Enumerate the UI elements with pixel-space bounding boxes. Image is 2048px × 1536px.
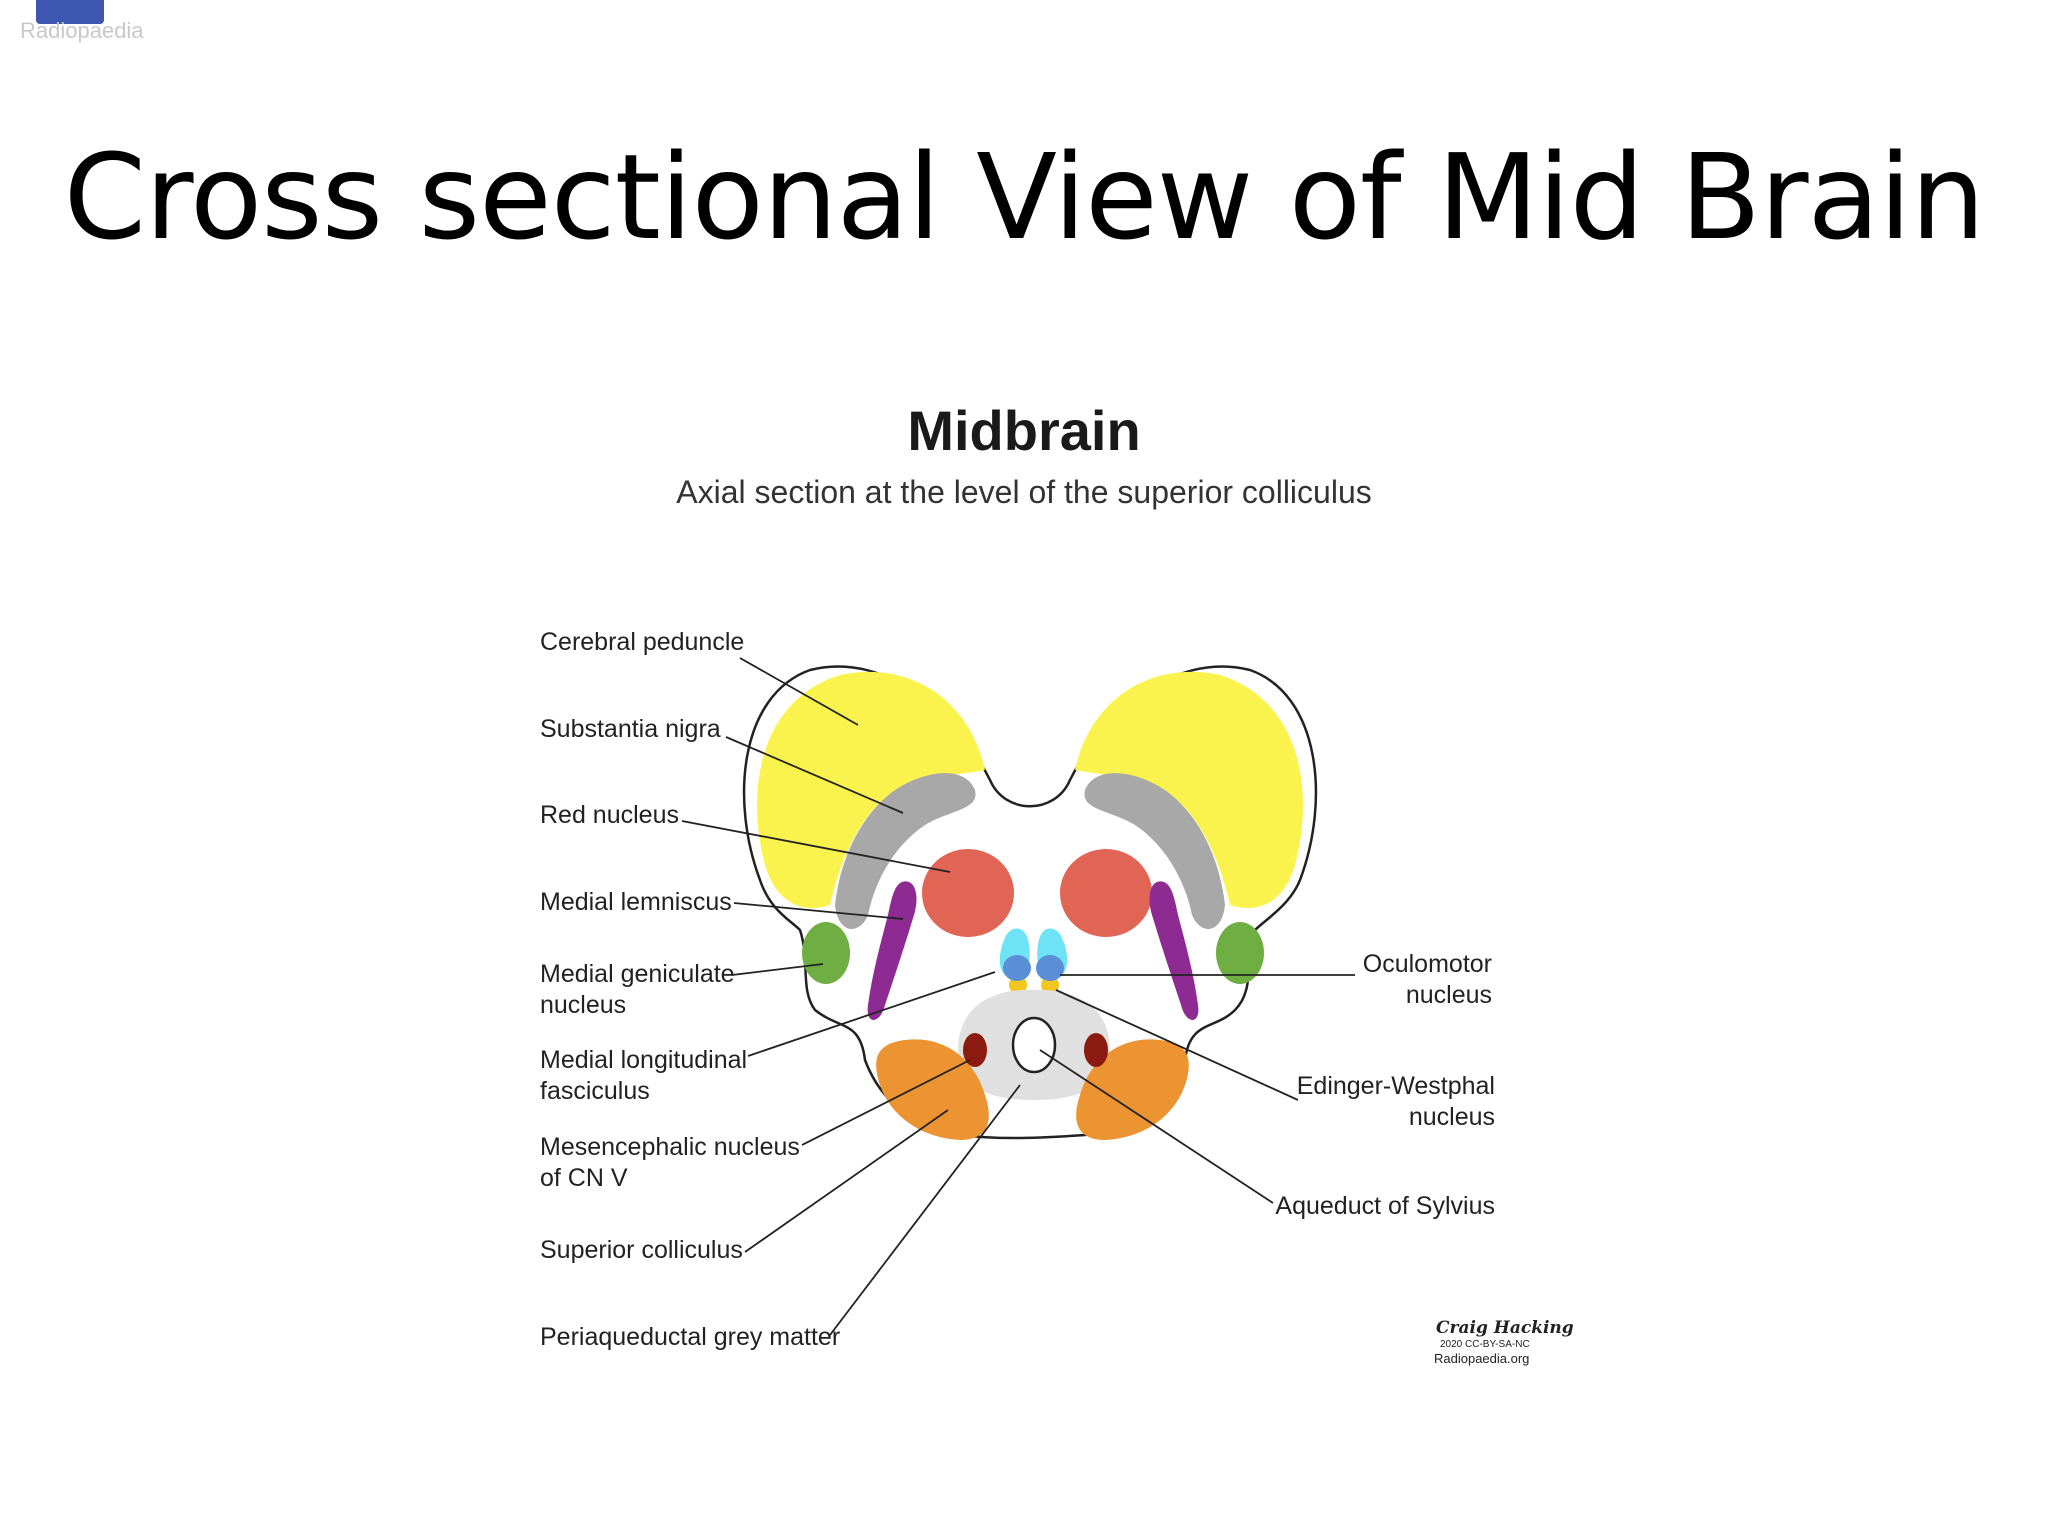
radiopaedia-logo-badge	[36, 0, 104, 24]
slide-title: Cross sectional View of Mid Brain	[63, 128, 1986, 266]
leader-mesencephalic	[801, 1059, 971, 1146]
aqueduct-of-sylvius	[1011, 1016, 1057, 1074]
logo-text: Radiopaedia	[20, 18, 144, 43]
superior-colliculus-right	[1076, 1039, 1189, 1140]
leader-lines	[681, 657, 1355, 1336]
label-oculomotor-line2: nucleus	[1406, 981, 1492, 1009]
edinger-westphal-right	[1041, 976, 1059, 994]
cerebral-peduncle-left	[757, 671, 985, 909]
medial-lemniscus-left	[867, 881, 917, 1020]
label-cerebral-peduncle: Cerebral peduncle	[540, 628, 744, 656]
substantia-nigra-right	[1084, 773, 1225, 929]
label-edinger-westphal-line1: Edinger-Westphal	[1297, 1072, 1495, 1100]
credit-author: Craig Hacking	[1436, 1318, 1574, 1338]
label-mlf-line1: Medial longitudinal	[540, 1046, 747, 1074]
label-medial-geniculate-line1: Medial geniculate	[540, 960, 735, 988]
label-aqueduct: Aqueduct of Sylvius	[1275, 1192, 1495, 1220]
label-edinger-westphal-line2: nucleus	[1409, 1103, 1495, 1131]
credit-site: Radiopaedia.org	[1434, 1351, 1529, 1366]
label-medial-lemniscus: Medial lemniscus	[540, 888, 732, 916]
cerebral-peduncle-right	[1075, 671, 1303, 909]
leader-superior-colliculus	[744, 1109, 949, 1253]
red-nucleus-left	[922, 849, 1014, 937]
leader-periaqueductal	[829, 1084, 1021, 1336]
leader-medial-geniculate	[731, 963, 824, 976]
oculomotor-nucleus-right	[1036, 955, 1064, 981]
mesencephalic-nucleus-right	[1084, 1033, 1108, 1067]
figure-title: Midbrain	[907, 399, 1141, 462]
leader-edinger-westphal	[1055, 989, 1299, 1101]
label-oculomotor-line1: Oculomotor	[1363, 950, 1492, 978]
medial-geniculate-left	[802, 922, 850, 984]
label-mesencephalic-line1: Mesencephalic nucleus	[540, 1133, 800, 1161]
leader-substantia-nigra	[725, 736, 904, 814]
leader-cerebral-peduncle	[739, 657, 859, 726]
medial-lemniscus-right	[1149, 881, 1199, 1020]
label-red-nucleus: Red nucleus	[540, 801, 679, 829]
label-medial-geniculate-line2: nucleus	[540, 991, 626, 1019]
red-nucleus-right	[1060, 849, 1152, 937]
leader-medial-lemniscus	[733, 902, 904, 920]
label-mesencephalic-line2: of CN V	[540, 1164, 628, 1192]
label-periaqueductal: Periaqueductal grey matter	[540, 1323, 840, 1351]
credit-license: 2020 CC-BY-SA-NC	[1440, 1339, 1530, 1350]
label-substantia-nigra: Substantia nigra	[540, 715, 721, 743]
leader-red-nucleus	[681, 820, 951, 873]
leader-mlf	[747, 971, 996, 1057]
oculomotor-nucleus-left	[1003, 955, 1031, 981]
figure-subtitle: Axial section at the level of the superi…	[676, 474, 1372, 510]
label-superior-colliculus: Superior colliculus	[540, 1236, 743, 1264]
mesencephalic-nucleus-left	[963, 1033, 987, 1067]
label-mlf-line2: fasciculus	[540, 1077, 650, 1105]
leader-aqueduct	[1039, 1049, 1274, 1204]
medial-geniculate-right	[1216, 922, 1264, 984]
substantia-nigra-left	[835, 773, 976, 929]
